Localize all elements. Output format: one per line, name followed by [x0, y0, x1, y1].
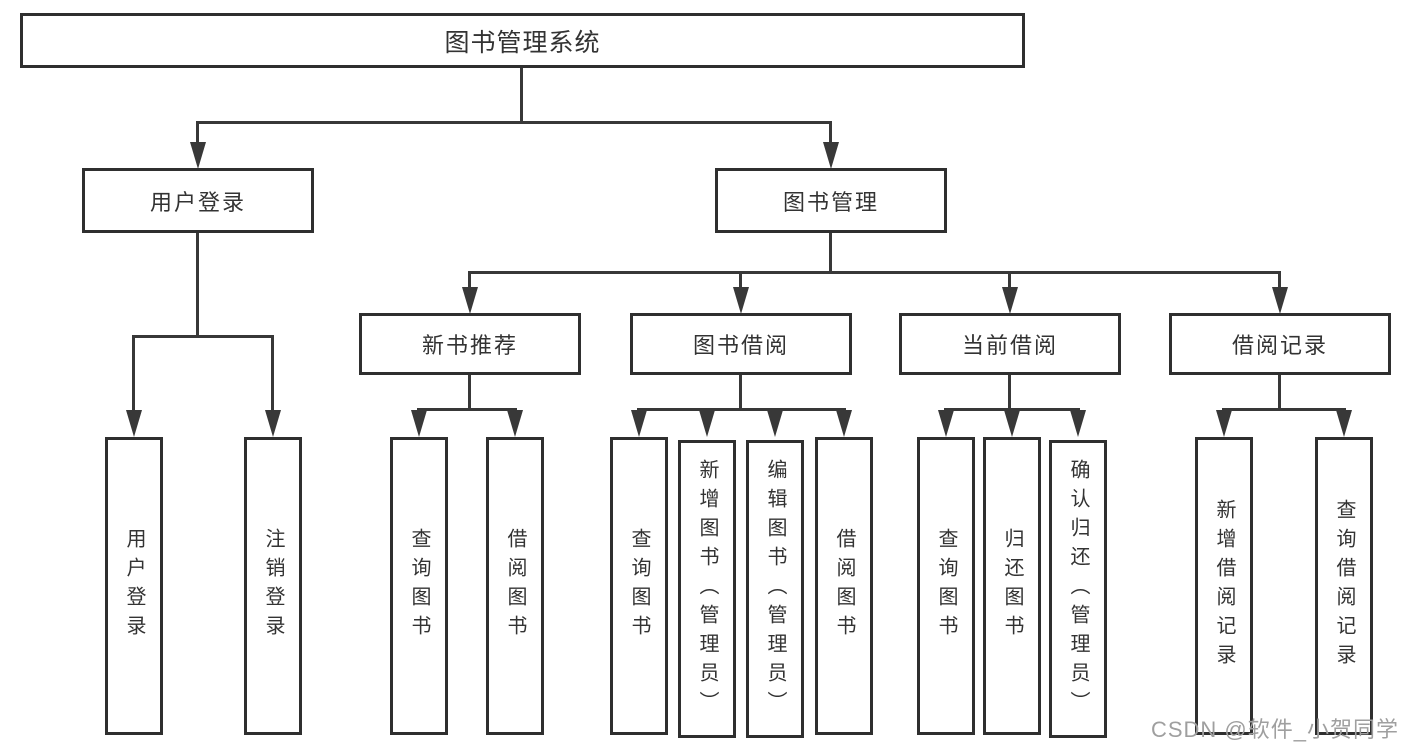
node-borrow-records-label: 借阅记录 [1231, 333, 1328, 358]
arrow-down-icon [836, 410, 852, 437]
arrow-down-icon [411, 410, 427, 437]
arrow-down-icon [507, 410, 523, 437]
leaf-bb-query-books-label: 查询图书 [628, 528, 650, 644]
leaf-bb-edit-books-admin-label: 编辑图书（管理员） [764, 458, 786, 720]
leaf-br-add-record-label: 新增借阅记录 [1213, 499, 1235, 673]
arrow-down-icon [767, 410, 783, 437]
leaf-bb-add-books-admin: 新增图书（管理员） [678, 440, 736, 738]
connector-line [944, 408, 1080, 411]
arrow-down-icon [1004, 410, 1020, 437]
leaf-nb-borrow-books-label: 借阅图书 [504, 528, 526, 644]
connector-line [739, 271, 742, 290]
leaf-cb-return-books-label: 归还图书 [1001, 528, 1023, 644]
connector-line [132, 335, 135, 413]
node-book-borrow: 图书借阅 [630, 313, 852, 375]
leaf-cb-confirm-return-admin-label: 确认归还（管理员） [1067, 458, 1089, 720]
connector-line [271, 335, 274, 413]
leaf-bb-borrow-books: 借阅图书 [815, 437, 873, 735]
node-root: 图书管理系统 [20, 13, 1025, 68]
node-borrow-records: 借阅记录 [1169, 313, 1391, 375]
connector-line [829, 233, 832, 273]
connector-line [520, 68, 523, 123]
arrow-down-icon [1336, 410, 1352, 437]
connector-line [1008, 375, 1011, 410]
node-current-borrow-label: 当前借阅 [961, 333, 1058, 358]
leaf-br-query-record-label: 查询借阅记录 [1333, 499, 1355, 673]
connector-line [1278, 271, 1281, 290]
arrow-down-icon [1002, 287, 1018, 314]
leaf-cb-confirm-return-admin: 确认归还（管理员） [1049, 440, 1107, 738]
arrow-down-icon [823, 142, 839, 169]
node-book-management-label: 图书管理 [782, 189, 879, 215]
connector-line [196, 233, 199, 337]
connector-line [829, 121, 832, 144]
arrow-down-icon [1272, 287, 1288, 314]
arrow-down-icon [699, 410, 715, 437]
leaf-user-login-label: 用户登录 [123, 528, 145, 644]
arrow-down-icon [631, 410, 647, 437]
connector-line [468, 271, 1281, 274]
connector-line [739, 375, 742, 410]
node-book-borrow-label: 图书借阅 [692, 333, 789, 358]
arrow-down-icon [733, 287, 749, 314]
node-user-login: 用户登录 [82, 168, 314, 233]
connector-line [132, 335, 274, 338]
arrow-down-icon [126, 410, 142, 437]
node-current-borrow: 当前借阅 [899, 313, 1121, 375]
leaf-nb-query-books: 查询图书 [390, 437, 448, 735]
node-book-management: 图书管理 [715, 168, 947, 233]
leaf-br-add-record: 新增借阅记录 [1195, 437, 1253, 735]
leaf-nb-query-books-label: 查询图书 [408, 528, 430, 644]
connector-line [196, 121, 199, 144]
node-new-book-recommend-label: 新书推荐 [421, 333, 518, 358]
connector-line [468, 271, 471, 290]
leaf-logout-label: 注销登录 [262, 528, 284, 644]
leaf-cb-return-books: 归还图书 [983, 437, 1041, 735]
node-new-book-recommend: 新书推荐 [359, 313, 581, 375]
node-root-label: 图书管理系统 [444, 28, 601, 57]
arrow-down-icon [1070, 410, 1086, 437]
leaf-bb-borrow-books-label: 借阅图书 [833, 528, 855, 644]
connector-line [1008, 271, 1011, 290]
arrow-down-icon [190, 142, 206, 169]
leaf-bb-query-books: 查询图书 [610, 437, 668, 735]
leaf-logout: 注销登录 [244, 437, 302, 735]
connector-line [637, 408, 846, 411]
connector-line [417, 408, 517, 411]
connector-line [196, 121, 832, 124]
leaf-br-query-record: 查询借阅记录 [1315, 437, 1373, 735]
arrow-down-icon [265, 410, 281, 437]
leaf-cb-query-books-label: 查询图书 [935, 528, 957, 644]
leaf-nb-borrow-books: 借阅图书 [486, 437, 544, 735]
leaf-bb-add-books-admin-label: 新增图书（管理员） [696, 458, 718, 720]
leaf-cb-query-books: 查询图书 [917, 437, 975, 735]
leaf-bb-edit-books-admin: 编辑图书（管理员） [746, 440, 804, 738]
connector-line [1222, 408, 1346, 411]
arrow-down-icon [462, 287, 478, 314]
watermark: CSDN @软件_小贺同学 [1150, 717, 1399, 742]
arrow-down-icon [938, 410, 954, 437]
arrow-down-icon [1216, 410, 1232, 437]
connector-line [1278, 375, 1281, 410]
node-user-login-label: 用户登录 [149, 189, 246, 215]
leaf-user-login: 用户登录 [105, 437, 163, 735]
connector-line [468, 375, 471, 410]
